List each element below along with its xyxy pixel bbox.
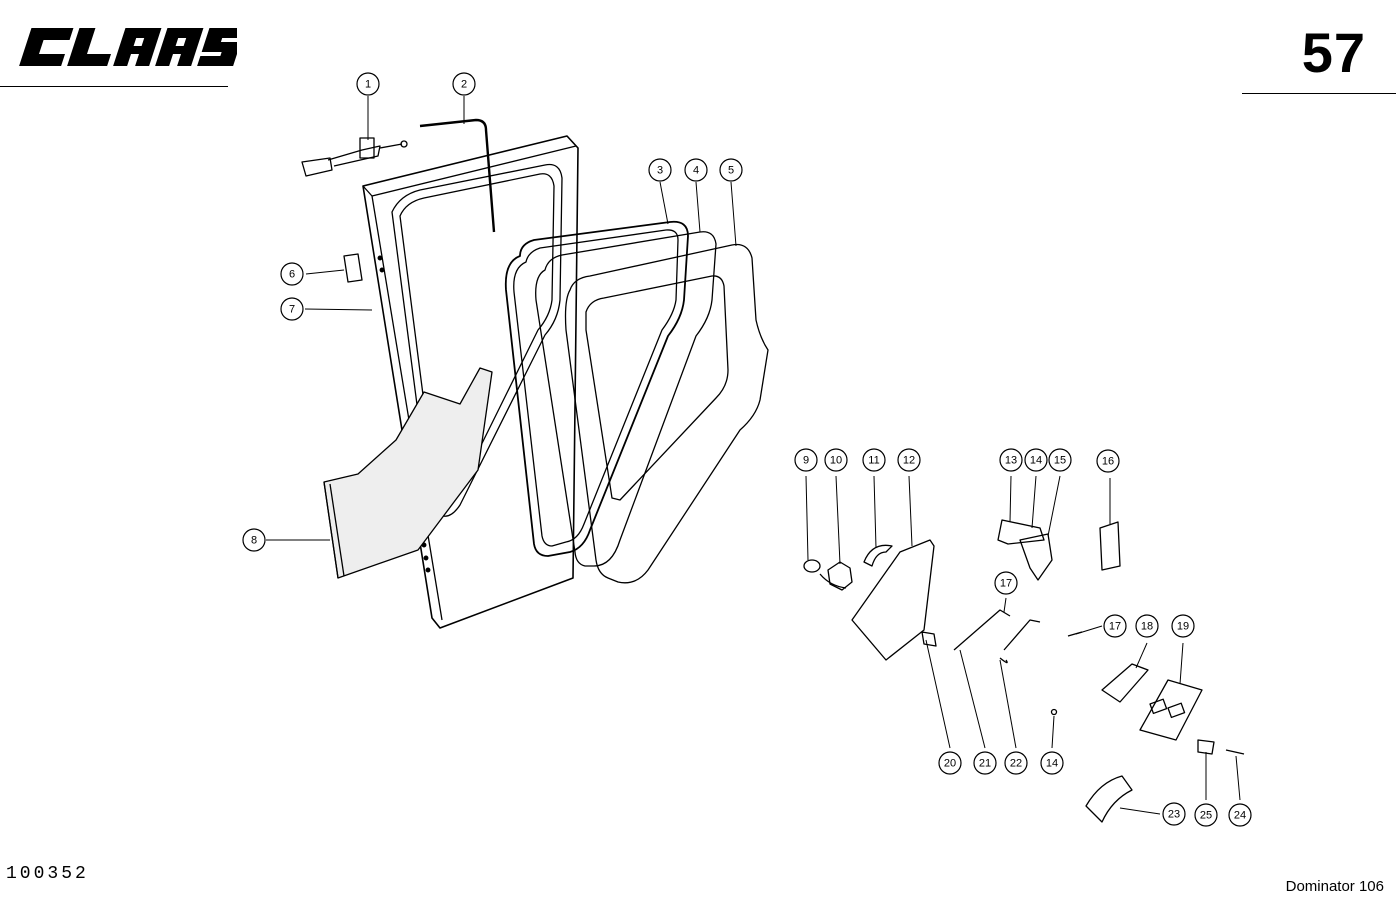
- leader-lines: [266, 96, 1241, 815]
- callout-circle: [280, 262, 304, 286]
- window-glass: [535, 231, 717, 567]
- callout-circle: [242, 528, 266, 552]
- callout-circle: [1194, 803, 1218, 827]
- callout-19: 19: [1171, 614, 1195, 638]
- callout-22: 22: [1004, 751, 1028, 775]
- callout-3: 3: [648, 158, 672, 182]
- callout-label: 14: [1046, 758, 1058, 770]
- callout-25: 25: [1194, 803, 1218, 827]
- callout-label: 3: [657, 165, 663, 177]
- callout-label: 23: [1168, 809, 1180, 821]
- callout-16: 16: [1096, 449, 1120, 473]
- callout-7: 7: [280, 297, 304, 321]
- callout-20: 20: [938, 751, 962, 775]
- callout-label: 24: [1234, 810, 1246, 822]
- callout-label: 16: [1102, 456, 1114, 468]
- callout-label: 13: [1005, 455, 1017, 467]
- callout-14: 14: [1040, 751, 1064, 775]
- callout-label: 19: [1177, 621, 1189, 633]
- callout-circle: [1171, 614, 1195, 638]
- callout-circle: [684, 158, 708, 182]
- callout-label: 12: [903, 455, 915, 467]
- callout-label: 1: [365, 79, 371, 91]
- callout-21: 21: [973, 751, 997, 775]
- callout-circle: [973, 751, 997, 775]
- callout-10: 10: [824, 448, 848, 472]
- callout-circle: [1024, 448, 1048, 472]
- callout-17: 17: [1103, 614, 1127, 638]
- callout-label: 6: [289, 269, 295, 281]
- callout-13: 13: [999, 448, 1023, 472]
- callout-circle: [1004, 751, 1028, 775]
- callout-9: 9: [794, 448, 818, 472]
- callout-circle: [1135, 614, 1159, 638]
- callout-8: 8: [242, 528, 266, 552]
- model-name: Dominator 106: [1285, 878, 1384, 895]
- callout-2: 2: [452, 72, 476, 96]
- callout-circle: [938, 751, 962, 775]
- callout-circle: [1162, 802, 1186, 826]
- callout-circle: [1096, 449, 1120, 473]
- callout-23: 23: [1162, 802, 1186, 826]
- callout-label: 15: [1054, 455, 1066, 467]
- callout-label: 2: [461, 79, 467, 91]
- callout-11: 11: [862, 448, 886, 472]
- callout-24: 24: [1228, 803, 1252, 827]
- callout-label: 4: [693, 165, 699, 177]
- callout-circle: [1040, 751, 1064, 775]
- claas-logo: [19, 28, 237, 66]
- callout-6: 6: [280, 262, 304, 286]
- callout-4: 4: [684, 158, 708, 182]
- callout-circle: [862, 448, 886, 472]
- callout-15: 15: [1048, 448, 1072, 472]
- callout-circle: [719, 158, 743, 182]
- callout-label: 25: [1200, 810, 1212, 822]
- callout-1: 1: [356, 72, 380, 96]
- callout-label: 9: [803, 455, 809, 467]
- callout-circle: [824, 448, 848, 472]
- drawing-number: 100352: [6, 864, 89, 884]
- callout-circle: [994, 571, 1018, 595]
- callout-circle: [999, 448, 1023, 472]
- header-rule-left: [0, 86, 228, 87]
- page-number: 57: [1301, 21, 1366, 84]
- callout-label: 18: [1141, 621, 1153, 633]
- callout-circle: [280, 297, 304, 321]
- callout-circle: [794, 448, 818, 472]
- callout-label: 8: [251, 535, 257, 547]
- callout-circle: [648, 158, 672, 182]
- callout-17: 17: [994, 571, 1018, 595]
- callout-label: 22: [1010, 758, 1022, 770]
- callout-label: 17: [1000, 578, 1012, 590]
- callout-5: 5: [719, 158, 743, 182]
- callout-circle: [356, 72, 380, 96]
- callout-label: 20: [944, 758, 956, 770]
- callout-circle: [1228, 803, 1252, 827]
- bracket-part: [343, 253, 363, 283]
- callout-circle: [1048, 448, 1072, 472]
- callout-14: 14: [1024, 448, 1048, 472]
- callout-circle: [452, 72, 476, 96]
- callout-circle: [897, 448, 921, 472]
- callout-label: 10: [830, 455, 842, 467]
- window-frame: [564, 243, 769, 584]
- callout-circle: [1103, 614, 1127, 638]
- callout-label: 14: [1030, 455, 1042, 467]
- callout-label: 7: [289, 304, 295, 316]
- callout-18: 18: [1135, 614, 1159, 638]
- header-rule-right: [1242, 93, 1396, 94]
- callout-label: 17: [1109, 621, 1121, 633]
- window-seal: [504, 220, 689, 557]
- rod-part: [419, 118, 496, 233]
- callout-label: 11: [868, 455, 879, 467]
- trim-panel: [323, 367, 493, 579]
- callout-12: 12: [897, 448, 921, 472]
- callout-label: 21: [979, 758, 991, 770]
- callout-label: 5: [728, 165, 734, 177]
- hinge-part: [301, 137, 408, 177]
